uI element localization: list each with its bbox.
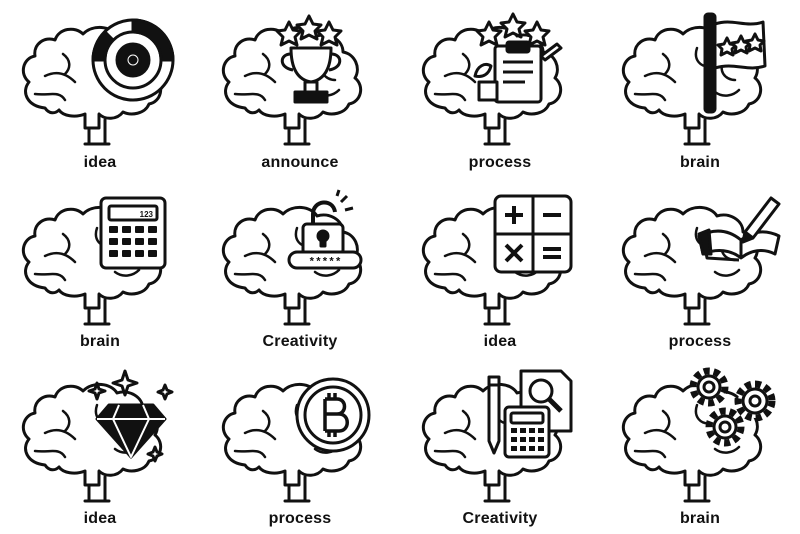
gear-icon (689, 367, 729, 407)
icon-label: Creativity (262, 333, 338, 350)
icon-label: process (268, 510, 332, 527)
brain-padlock-icon: ***** (221, 189, 363, 326)
icon-label: Creativity (462, 510, 538, 527)
gear-icon (705, 407, 745, 447)
brain-bitcoin-icon (221, 377, 371, 503)
brain-clipboard-icon (421, 12, 563, 146)
icon-tile: announce (200, 0, 400, 180)
icon-label: process (668, 333, 732, 350)
brain-calculator-icon: 123 (21, 196, 167, 326)
icon-label: brain (79, 333, 121, 350)
icon-tile: idea (400, 180, 600, 357)
brain-book-pen-icon (621, 196, 781, 326)
brain-diamond-icon (21, 369, 174, 503)
brain-office-tools-icon (421, 369, 573, 503)
brain-flag-icon (621, 12, 767, 146)
icon-tile: process (600, 180, 800, 357)
icon-label: idea (83, 510, 117, 527)
icon-tile: brain (600, 0, 800, 180)
icon-label: process (468, 154, 532, 171)
brain-gears-icon (621, 367, 776, 503)
icon-tile: idea (0, 357, 200, 534)
icon-label: brain (679, 510, 721, 527)
icon-tile: process (400, 0, 600, 180)
icon-label: announce (261, 154, 339, 171)
icon-tile: process (200, 357, 400, 534)
icon-tile: idea (0, 0, 200, 180)
icon-tile: ***** Creativity (200, 180, 400, 357)
icon-label: idea (483, 333, 517, 350)
icon-label: brain (679, 154, 721, 171)
brain-target-icon (21, 18, 175, 146)
icon-tile: brain (600, 357, 800, 534)
calculator-screen-text: 123 (140, 210, 154, 219)
icon-tile: 123 brain (0, 180, 200, 357)
brain-trophy-icon (221, 14, 363, 146)
icon-label: idea (83, 154, 117, 171)
brain-math-keys-icon (421, 194, 573, 326)
icon-tile: Creativity (400, 357, 600, 534)
password-text: ***** (308, 257, 341, 269)
gear-icon (734, 380, 776, 422)
